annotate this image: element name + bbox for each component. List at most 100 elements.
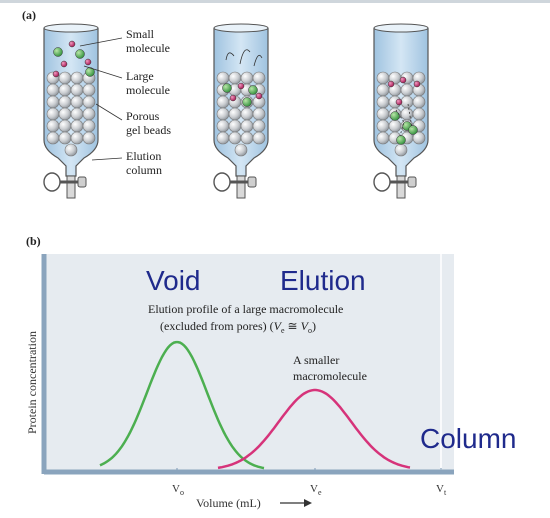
gel-bead	[376, 83, 390, 97]
gel-bead	[412, 95, 426, 109]
small-molecule	[60, 60, 68, 68]
gel-bead	[82, 131, 96, 145]
tick-label-ve: Ve	[310, 483, 322, 497]
large-molecule	[390, 111, 400, 121]
annotation-small-line1: A smaller	[293, 353, 339, 367]
small-molecule	[255, 92, 263, 100]
gel-bead	[46, 95, 60, 109]
gel-bead	[376, 131, 390, 145]
column-1	[43, 23, 99, 199]
gel-bead	[82, 107, 96, 121]
small-molecule	[237, 82, 245, 90]
x-axis-arrow	[280, 499, 312, 507]
column-2	[213, 23, 269, 199]
gel-bead	[252, 131, 266, 145]
gel-bead	[70, 107, 84, 121]
gel-bead	[376, 107, 390, 121]
gel-bead	[216, 119, 230, 133]
gel-bead	[58, 107, 72, 121]
gel-bead	[70, 131, 84, 145]
large-molecule	[248, 85, 258, 95]
gel-bead	[70, 71, 84, 85]
gel-bead	[46, 119, 60, 133]
panel-b-label: (b)	[26, 234, 41, 248]
stopcock-handle	[43, 172, 61, 192]
stopcock-handle	[213, 172, 231, 192]
gel-bead	[46, 83, 60, 97]
gel-bead	[216, 95, 230, 109]
gel-bead	[240, 131, 254, 145]
annotation-small-line2: macromolecule	[293, 369, 367, 383]
gel-bead	[58, 119, 72, 133]
x-ticks	[176, 468, 442, 474]
small-molecule	[413, 80, 421, 88]
gel-bead	[46, 107, 60, 121]
gel-bead	[412, 107, 426, 121]
annotation-large-line2: (excluded from pores) (Ve ≅ Vo)	[160, 319, 316, 335]
small-molecule	[229, 94, 237, 102]
gel-bead	[46, 131, 60, 145]
panel-a-label: (a)	[22, 8, 36, 22]
gel-bead	[400, 107, 414, 121]
gel-bead	[82, 119, 96, 133]
gel-bead	[400, 95, 414, 109]
large-molecule	[396, 135, 406, 145]
overlay-column: Column	[420, 423, 516, 454]
gel-bead	[58, 95, 72, 109]
gel-bead	[252, 119, 266, 133]
column-3	[373, 23, 429, 199]
gel-bead	[228, 107, 242, 121]
tick-label-vo: Vo	[172, 483, 184, 497]
gel-bead	[376, 95, 390, 109]
gel-bead	[252, 107, 266, 121]
gel-bead	[388, 119, 402, 133]
large-molecule	[222, 83, 232, 93]
gel-bead	[228, 71, 242, 85]
small-molecule	[68, 40, 76, 48]
smaller-macromolecule-curve	[217, 388, 411, 470]
annotation-large-line1: Elution profile of a large macromolecule	[148, 302, 343, 316]
small-molecule	[52, 70, 60, 78]
overlay-elution: Elution	[280, 265, 366, 296]
gel-bead	[58, 83, 72, 97]
gel-bead	[216, 107, 230, 121]
gel-bead	[240, 71, 254, 85]
gel-bead	[412, 131, 426, 145]
gel-bead	[82, 95, 96, 109]
gel-bead	[376, 119, 390, 133]
gel-bead	[70, 119, 84, 133]
gel-bead	[240, 107, 254, 121]
chart-background	[44, 254, 454, 474]
gel-bead	[58, 71, 72, 85]
large-molecule	[242, 97, 252, 107]
x-axis-label: Volume (mL)	[196, 496, 261, 510]
elution-columns	[43, 23, 429, 199]
gel-bead	[64, 143, 78, 157]
gel-bead	[70, 83, 84, 97]
small-molecule	[84, 58, 92, 66]
gel-bead	[228, 131, 242, 145]
tick-label-vt: Vt	[436, 483, 447, 497]
gel-bead	[400, 83, 414, 97]
gel-bead	[240, 119, 254, 133]
gel-bead	[234, 143, 248, 157]
gel-bead	[70, 95, 84, 109]
gel-bead	[394, 143, 408, 157]
small-molecule	[395, 98, 403, 106]
gel-bead	[216, 71, 230, 85]
y-axis-label: Protein concentration	[25, 331, 39, 434]
overlay-void: Void	[146, 265, 201, 296]
gel-bead	[216, 131, 230, 145]
gel-bead	[58, 131, 72, 145]
large-macromolecule-curve	[99, 340, 265, 470]
small-molecule	[387, 80, 395, 88]
large-molecule	[75, 49, 85, 59]
gel-bead	[376, 71, 390, 85]
gel-bead	[228, 119, 242, 133]
